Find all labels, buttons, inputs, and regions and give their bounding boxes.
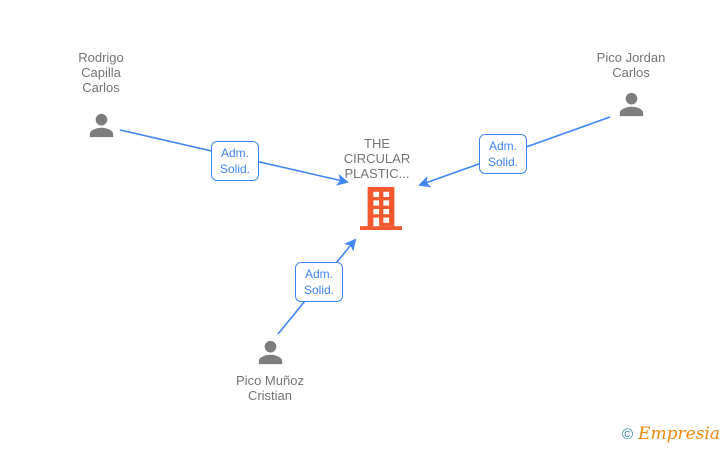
company-node-building-icon[interactable] bbox=[358, 187, 404, 235]
person-icon bbox=[258, 340, 283, 365]
person-name-pico-munoz-cristian: Pico Muñoz Cristian bbox=[236, 373, 304, 403]
edge-label-adm-solid-left: Adm. Solid. bbox=[211, 141, 260, 181]
person-node-rodrigo-capilla-carlos[interactable] bbox=[84, 108, 119, 143]
person-icon bbox=[619, 92, 644, 117]
company-name: THE CIRCULAR PLASTIC... bbox=[343, 136, 411, 181]
empresia-brand-logo: Empresia bbox=[638, 424, 720, 444]
person-node-pico-jordan-carlos[interactable] bbox=[614, 87, 649, 122]
edge-label-adm-solid-bottom: Adm. Solid. bbox=[295, 262, 344, 302]
edge-label-adm-solid-right: Adm. Solid. bbox=[479, 134, 528, 174]
person-name-rodrigo-capilla-carlos: Rodrigo Capilla Carlos bbox=[78, 50, 124, 95]
person-name-pico-jordan-carlos: Pico Jordan Carlos bbox=[596, 50, 666, 80]
copyright-icon: © bbox=[622, 426, 634, 443]
empresia-watermark[interactable]: © Empresia bbox=[622, 424, 720, 444]
person-icon bbox=[89, 113, 114, 138]
building-icon bbox=[359, 187, 403, 230]
person-node-pico-munoz-cristian[interactable] bbox=[253, 335, 288, 370]
